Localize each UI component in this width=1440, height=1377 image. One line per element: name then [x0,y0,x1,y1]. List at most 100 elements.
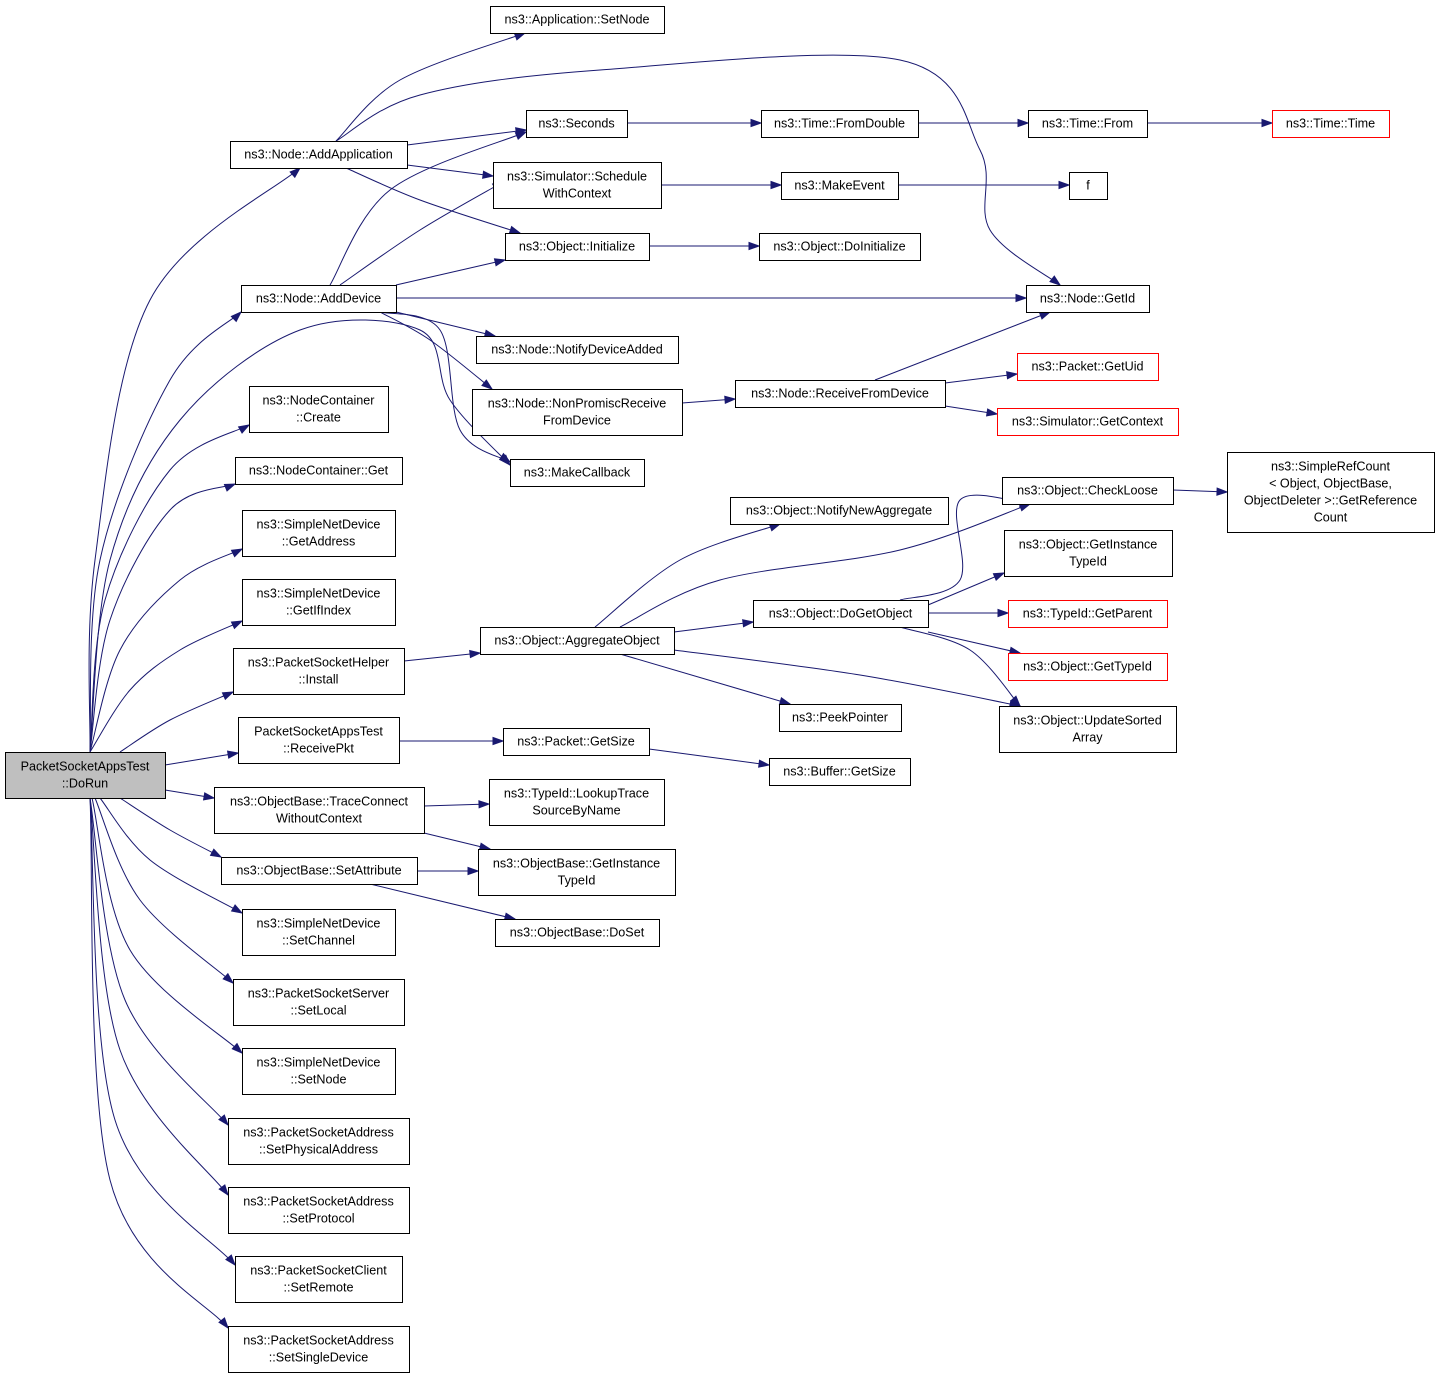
node-box[interactable] [242,1048,396,1095]
node-box[interactable] [1008,600,1168,628]
node-aggObj[interactable]: ns3::Object::AggregateObject [480,627,675,655]
node-simGetCtx[interactable]: ns3::Simulator::GetContext [997,408,1179,436]
node-sndSetCh[interactable]: ns3::SimpleNetDevice::SetChannel [242,909,396,956]
node-objGetTypeId[interactable]: ns3::Object::GetTypeId [1008,653,1168,681]
node-box[interactable] [238,717,400,764]
node-seconds[interactable]: ns3::Seconds [526,110,628,138]
node-box[interactable] [1002,477,1174,505]
node-box[interactable] [480,627,675,655]
node-box[interactable] [505,233,650,261]
node-box[interactable] [221,857,418,885]
node-recvPkt[interactable]: PacketSocketAppsTest::ReceivePkt [238,717,400,764]
node-box[interactable] [230,141,408,169]
node-peekPtr[interactable]: ns3::PeekPointer [779,704,902,732]
node-box[interactable] [5,752,166,799]
node-box[interactable] [1028,110,1148,138]
node-notifyDev[interactable]: ns3::Node::NotifyDeviceAdded [476,336,679,364]
node-box[interactable] [761,110,919,138]
node-psaSetProto[interactable]: ns3::PacketSocketAddress::SetProtocol [228,1187,410,1234]
node-box[interactable] [1227,452,1435,533]
node-pktGetUid[interactable]: ns3::Packet::GetUid [1017,353,1159,381]
node-sndSetNode[interactable]: ns3::SimpleNetDevice::SetNode [242,1048,396,1095]
node-box[interactable] [233,979,405,1026]
node-makeCb[interactable]: ns3::MakeCallback [510,459,645,487]
node-timeFrom[interactable]: ns3::Time::From [1028,110,1148,138]
node-box[interactable] [997,408,1179,436]
node-box[interactable] [242,510,396,557]
node-obDoSet[interactable]: ns3::ObjectBase::DoSet [495,919,660,947]
node-box[interactable] [735,380,946,408]
node-fromDouble[interactable]: ns3::Time::FromDouble [761,110,919,138]
node-box[interactable] [241,285,397,313]
node-box[interactable] [490,6,665,34]
node-box[interactable] [478,849,676,896]
node-box[interactable] [503,728,650,756]
node-box[interactable] [779,704,902,732]
node-box[interactable] [730,497,949,525]
node-pktGetSize[interactable]: ns3::Packet::GetSize [503,728,650,756]
node-box[interactable] [526,110,628,138]
node-box[interactable] [1008,653,1168,681]
node-f[interactable]: f [1069,172,1108,200]
node-box[interactable] [228,1118,410,1165]
node-box[interactable] [235,457,403,485]
node-box[interactable] [228,1326,410,1373]
node-box[interactable] [233,648,405,695]
node-box[interactable] [489,779,665,826]
node-psaSetSingle[interactable]: ns3::PacketSocketAddress::SetSingleDevic… [228,1326,410,1373]
node-box[interactable] [1272,110,1390,138]
node-pshInstall[interactable]: ns3::PacketSocketHelper::Install [233,648,405,695]
node-pscSetRemote[interactable]: ns3::PacketSocketClient::SetRemote [235,1256,403,1303]
node-box[interactable] [510,459,645,487]
node-ncCreate[interactable]: ns3::NodeContainer::Create [249,386,389,433]
node-notifyAgg[interactable]: ns3::Object::NotifyNewAggregate [730,497,949,525]
node-addApp[interactable]: ns3::Node::AddApplication [230,141,408,169]
node-box[interactable] [759,233,921,261]
node-sndGetAddr[interactable]: ns3::SimpleNetDevice::GetAddress [242,510,396,557]
node-root[interactable]: PacketSocketAppsTest::DoRun [5,752,166,799]
node-box[interactable] [1017,353,1159,381]
node-bufGetSize[interactable]: ns3::Buffer::GetSize [769,758,911,786]
node-pssSetLocal[interactable]: ns3::PacketSocketServer::SetLocal [233,979,405,1026]
node-box[interactable] [472,389,683,436]
node-appSetNode[interactable]: ns3::Application::SetNode [490,6,665,34]
node-refCount[interactable]: ns3::SimpleRefCount< Object, ObjectBase,… [1227,452,1435,533]
node-box[interactable] [249,386,389,433]
node-nodeGetId[interactable]: ns3::Node::GetId [1026,285,1150,313]
node-sndGetIf[interactable]: ns3::SimpleNetDevice::GetIfIndex [242,579,396,626]
node-doGetObj[interactable]: ns3::Object::DoGetObject [753,600,929,628]
node-makeEvent[interactable]: ns3::MakeEvent [781,172,899,200]
node-tidGetParent[interactable]: ns3::TypeId::GetParent [1008,600,1168,628]
node-box[interactable] [495,919,660,947]
node-box[interactable] [228,1187,410,1234]
node-box[interactable] [214,787,425,834]
node-traceConn[interactable]: ns3::ObjectBase::TraceConnectWithoutCont… [214,787,425,834]
node-box[interactable] [235,1256,403,1303]
node-box[interactable] [1004,530,1173,577]
node-checkLoose[interactable]: ns3::Object::CheckLoose [1002,477,1174,505]
node-box[interactable] [781,172,899,200]
node-box[interactable] [242,579,396,626]
node-addDev[interactable]: ns3::Node::AddDevice [241,285,397,313]
node-setAttr[interactable]: ns3::ObjectBase::SetAttribute [221,857,418,885]
node-box[interactable] [1069,172,1108,200]
node-box[interactable] [476,336,679,364]
node-ncGet[interactable]: ns3::NodeContainer::Get [235,457,403,485]
node-box[interactable] [753,600,929,628]
node-box[interactable] [999,706,1177,753]
node-box[interactable] [1026,285,1150,313]
node-timeTime[interactable]: ns3::Time::Time [1272,110,1390,138]
node-doInit[interactable]: ns3::Object::DoInitialize [759,233,921,261]
node-box[interactable] [242,909,396,956]
node-recvFromDev[interactable]: ns3::Node::ReceiveFromDevice [735,380,946,408]
node-psaSetPhys[interactable]: ns3::PacketSocketAddress::SetPhysicalAdd… [228,1118,410,1165]
node-box[interactable] [769,758,911,786]
node-box[interactable] [493,162,662,209]
node-objInit[interactable]: ns3::Object::Initialize [505,233,650,261]
